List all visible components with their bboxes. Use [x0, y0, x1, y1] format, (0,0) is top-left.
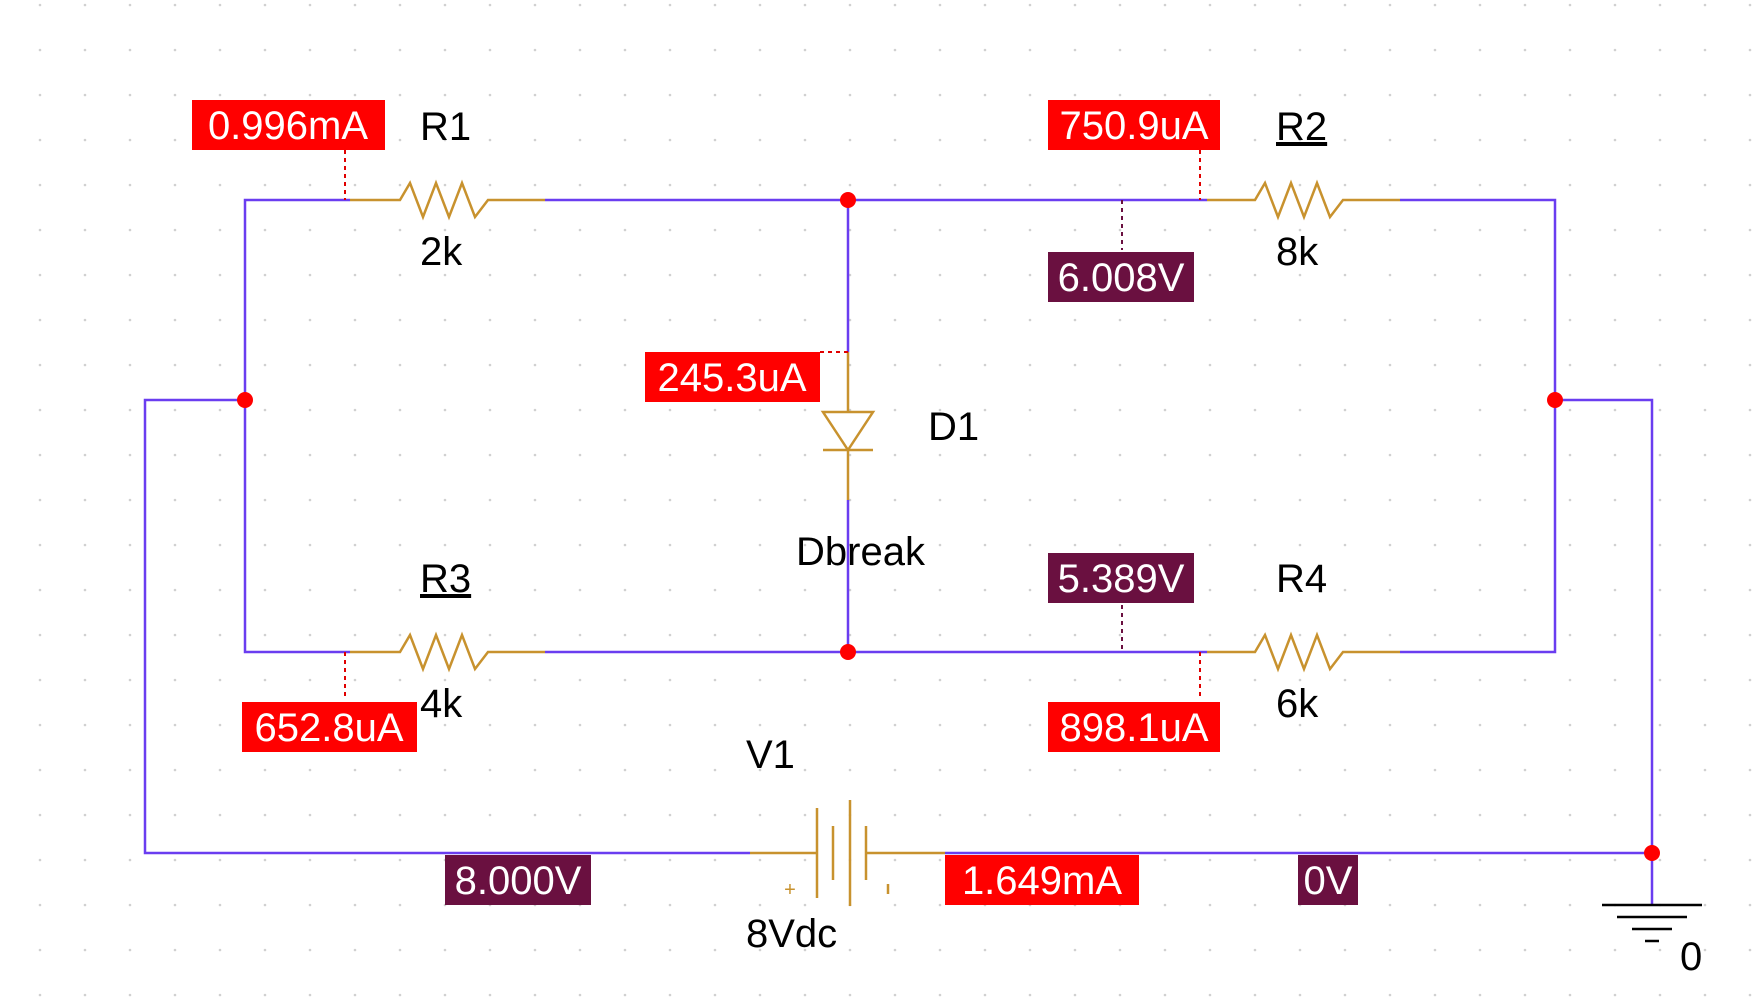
current-tag-d1[interactable]: 245.3uA — [645, 352, 820, 402]
current-tag-r4-bg — [1048, 702, 1220, 752]
junction-bottom-node[interactable] — [840, 644, 856, 660]
resistor-r2-symbol[interactable] — [1207, 179, 1400, 221]
voltage-tag-bottom-node[interactable]: 5.389V — [1048, 553, 1194, 603]
resistor-r2[interactable] — [1207, 179, 1400, 221]
wire-source-positive[interactable] — [143, 398, 750, 855]
voltage-tag-source-neg-text: 0V — [1304, 859, 1353, 903]
current-tag-d1-bg — [645, 352, 820, 402]
current-tag-r3-text: 652.8uA — [254, 706, 403, 750]
resistor-r3-symbol[interactable] — [350, 631, 545, 673]
current-tag-r1[interactable]: 0.996mA — [192, 100, 385, 150]
voltage-tag-bottom-node-text: 5.389V — [1058, 557, 1185, 601]
junctions — [237, 192, 1660, 861]
r3-ref-label[interactable]: R3 — [420, 557, 471, 601]
voltage-tag-top-node-text: 6.008V — [1058, 256, 1185, 300]
current-tag-r2[interactable]: 750.9uA — [1048, 100, 1220, 150]
r1-value-label[interactable]: 2k — [420, 230, 463, 274]
voltage-tag-top-node[interactable]: 6.008V — [1048, 252, 1194, 302]
current-tag-v1-bg — [945, 855, 1139, 905]
ground-symbol[interactable]: 0 — [1602, 903, 1702, 979]
probe-leaders — [344, 150, 1201, 700]
current-tag-r4-text: 898.1uA — [1059, 706, 1208, 750]
resistor-r4[interactable] — [1207, 631, 1400, 673]
r4-value-label[interactable]: 6k — [1276, 682, 1319, 726]
voltage-tag-source-neg[interactable]: 0V — [1298, 855, 1358, 905]
current-tag-r3[interactable]: 652.8uA — [242, 702, 417, 752]
junction-ground-node[interactable] — [1644, 845, 1660, 861]
diode-d1-triangle[interactable] — [820, 410, 876, 453]
current-tag-r3-bg — [242, 702, 417, 752]
diode-d1[interactable] — [820, 352, 876, 500]
junction-left-node[interactable] — [237, 392, 253, 408]
r2-ref-label[interactable]: R2 — [1276, 105, 1327, 149]
current-tag-r2-text: 750.9uA — [1059, 104, 1208, 148]
r3-value-label[interactable]: 4k — [420, 682, 463, 726]
battery-plus-mark: + — [784, 879, 796, 901]
wires — [143, 198, 1654, 905]
voltage-tag-source-pos[interactable]: 8.000V — [445, 855, 591, 905]
junction-top-node[interactable] — [840, 192, 856, 208]
r1-ref-label[interactable]: R1 — [420, 105, 471, 149]
d1-ref-label[interactable]: D1 — [928, 405, 979, 449]
wire-source-negative[interactable] — [945, 398, 1654, 855]
current-tag-r4[interactable]: 898.1uA — [1048, 702, 1220, 752]
v1-ref-label[interactable]: V1 — [746, 733, 795, 777]
r4-ref-label[interactable]: R4 — [1276, 557, 1327, 601]
resistor-r1-symbol[interactable] — [350, 179, 545, 221]
ground-label: 0 — [1680, 935, 1702, 979]
current-tag-d1-text: 245.3uA — [657, 356, 806, 400]
wire-right-loop[interactable] — [1400, 198, 1557, 654]
voltage-source-v1[interactable]: + — [750, 800, 945, 906]
current-tag-v1[interactable]: 1.649mA — [945, 855, 1139, 905]
voltage-tag-source-pos-bg — [445, 855, 591, 905]
wire-left-loop[interactable] — [243, 198, 350, 654]
d1-model-label[interactable]: Dbreak — [796, 530, 926, 574]
voltage-tag-bottom-node-bg — [1048, 553, 1194, 603]
resistor-r3[interactable] — [350, 631, 545, 673]
current-tag-r1-text: 0.996mA — [208, 104, 368, 148]
resistor-r1[interactable] — [350, 179, 545, 221]
current-tag-r2-bg — [1048, 100, 1220, 150]
voltage-tag-source-neg-bg — [1298, 855, 1358, 905]
voltage-tag-top-node-bg — [1048, 252, 1194, 302]
junction-right-node[interactable] — [1547, 392, 1563, 408]
resistor-r4-symbol[interactable] — [1207, 631, 1400, 673]
v1-value-label[interactable]: 8Vdc — [746, 912, 837, 956]
r2-value-label[interactable]: 8k — [1276, 230, 1319, 274]
current-tag-r1-bg — [192, 100, 385, 150]
current-tag-v1-text: 1.649mA — [962, 859, 1122, 903]
voltage-tag-source-pos-text: 8.000V — [455, 859, 582, 903]
